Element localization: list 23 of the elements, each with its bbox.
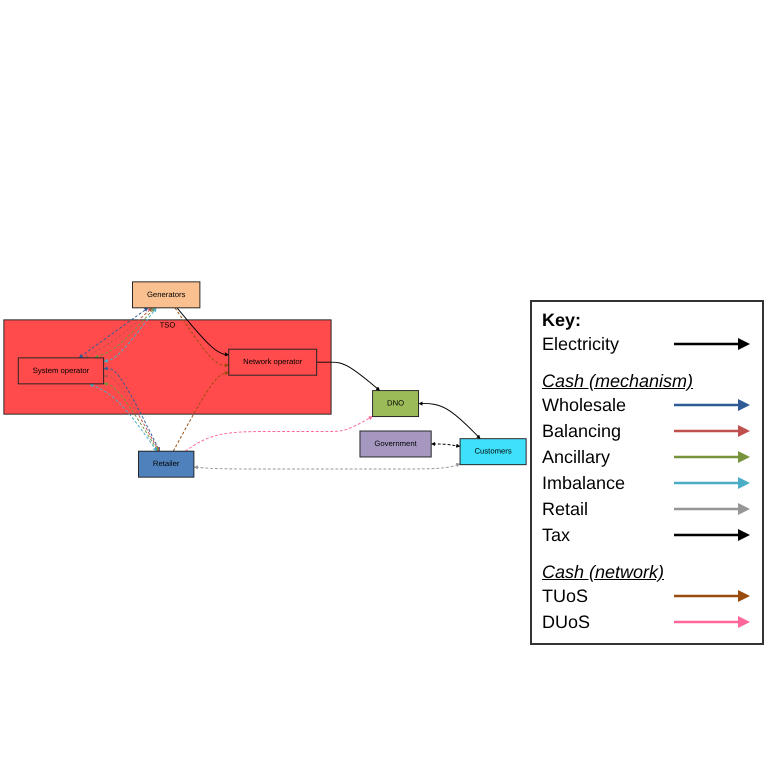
section-heading: Cash (network) [542,562,664,583]
legend-label: Ancillary [542,446,610,468]
arrow [418,402,480,440]
key-heading: Key: [542,310,582,331]
arrow [184,416,373,452]
arrow [316,362,380,392]
legend-label: Tax [542,524,570,546]
legend-label: Retail [542,498,588,520]
legend-label: DUoS [542,612,590,632]
arrow [90,384,158,452]
arrow [174,308,229,368]
arrow [176,308,229,357]
arrow [172,372,229,452]
arrow [104,308,157,364]
legend-label: Imbalance [542,472,626,494]
legend-label: Wholesale [542,394,626,416]
legend-label: TUoS [542,586,588,606]
legend-label: Balancing [542,420,622,442]
section-heading: Cash (mechanism) [542,371,694,392]
arrow [94,308,155,359]
arrow [431,442,460,448]
legend-label: Electricity [542,334,620,354]
arrow [194,464,460,470]
